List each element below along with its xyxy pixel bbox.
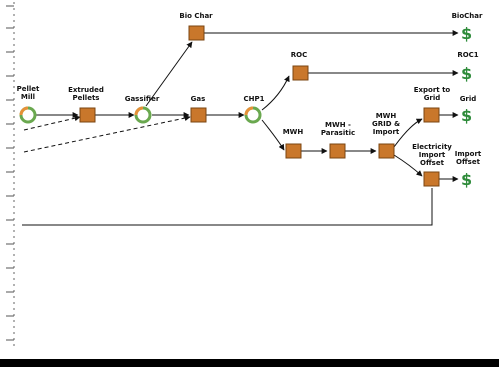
label-extruded-pellets: Extruded Pellets <box>68 86 104 102</box>
box-bio-char[interactable] <box>188 25 205 41</box>
box-icon[interactable] <box>79 25 440 187</box>
connectors <box>22 30 459 226</box>
label-electricity-import-offset: Electricity Import Offset <box>412 143 452 167</box>
label-gassifier: Gassifier <box>124 95 160 103</box>
label-export-to-grid: Export to Grid <box>413 86 451 102</box>
dollar-icon[interactable]: $ <box>461 24 472 43</box>
label-mwh-grid-import: MWH GRID & Import <box>371 112 401 136</box>
link-chp1-roc[interactable] <box>261 75 290 111</box>
gear-icon[interactable] <box>244 106 262 124</box>
label-out-roc1: ROC1 <box>457 51 479 59</box>
label-mwh: MWH <box>282 128 304 136</box>
box-extruded-pellets[interactable] <box>79 107 96 123</box>
bottom-border-bar <box>0 359 499 367</box>
label-out-grid: Grid <box>459 95 477 103</box>
label-out-import-offset: Import Offset <box>454 150 482 166</box>
output-dollars: $ $ $ $ <box>461 24 472 189</box>
label-chp1: CHP1 <box>243 95 265 103</box>
label-gas: Gas <box>190 95 206 103</box>
box-gas[interactable] <box>190 107 207 123</box>
gear-icon[interactable] <box>134 106 152 124</box>
label-out-biochar: BioChar <box>451 12 483 20</box>
dollar-icon[interactable]: $ <box>461 170 472 189</box>
link-gassifier-biochar[interactable] <box>145 41 193 107</box>
box-roc[interactable] <box>292 65 309 81</box>
box-mwh-grid-import[interactable] <box>378 143 395 159</box>
label-mwh-parasitic: MWH - Parasitic <box>320 121 356 137</box>
link-offset-feedback[interactable] <box>22 188 433 226</box>
link-chp1-mwh[interactable] <box>261 119 285 151</box>
dollar-icon[interactable]: $ <box>461 106 472 125</box>
label-roc: ROC <box>290 51 308 59</box>
left-edge-ticks <box>6 5 14 341</box>
label-pellet-mill: Pellet Mill <box>16 85 40 101</box>
dollar-icon[interactable]: $ <box>461 64 472 83</box>
link-dashed-2[interactable] <box>23 115 191 153</box>
box-mwh-parasitic[interactable] <box>329 143 346 159</box>
box-mwh[interactable] <box>285 143 302 159</box>
link-grid-export[interactable] <box>393 118 423 148</box>
link-grid-offset[interactable] <box>393 154 423 177</box>
box-export-to-grid[interactable] <box>423 107 440 123</box>
label-bio-char: Bio Char <box>179 12 213 20</box>
box-electricity-import-offset[interactable] <box>423 171 440 187</box>
link-dashed-1[interactable] <box>23 115 81 131</box>
gear-icon[interactable] <box>19 106 37 124</box>
